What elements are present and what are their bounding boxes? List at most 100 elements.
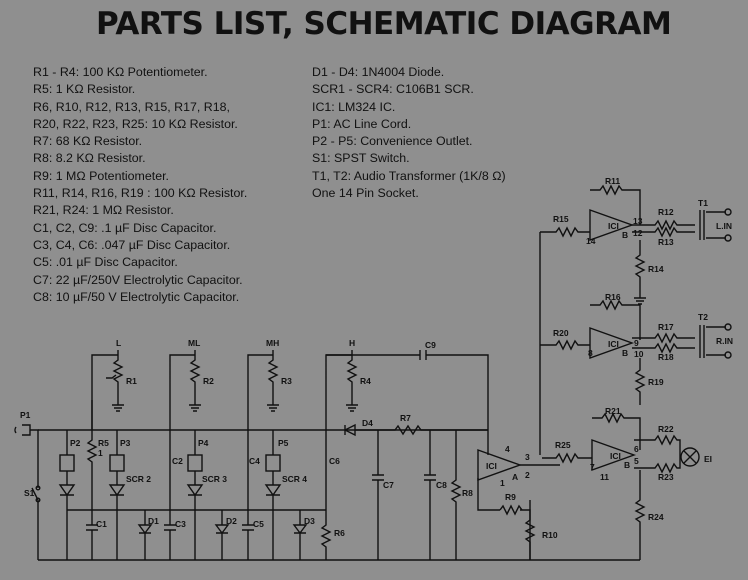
schematic-label: C8 (436, 480, 447, 490)
schematic-label: ML (188, 338, 200, 348)
parts-list-item: D1 - D4: 1N4004 Diode. (312, 65, 445, 79)
parts-list-item: S1: SPST Switch. (312, 151, 410, 166)
parts-list-item: SCR1 - SCR4: C106B1 SCR. (312, 82, 474, 97)
parts-list-item: R7: 68 KΩ Resistor. (33, 134, 143, 149)
schematic-label: 1 (98, 448, 103, 458)
schematic-label: R5 (98, 438, 109, 448)
schematic-label: D1 (148, 516, 159, 526)
schematic-label: ICI (608, 221, 619, 231)
schematic-label: C7 (383, 480, 394, 490)
schematic-label: SCR 4 (282, 474, 307, 484)
parts-list-item: IC1: LM324 IC. (312, 99, 396, 114)
schematic-label: 4 (505, 444, 510, 454)
schematic-label: 3 (525, 452, 530, 462)
schematic-label: 9 (634, 338, 639, 348)
schematic-label: R10 (542, 530, 558, 540)
lamp-ei (680, 447, 700, 467)
schematic-label: H (349, 338, 355, 348)
schematic-label: R4 (360, 376, 371, 386)
schematic-label: S1 (24, 488, 35, 498)
schematic-label: SCR 2 (126, 474, 151, 484)
schematic-label: R21 (605, 406, 621, 416)
schematic-label: R12 (658, 207, 674, 217)
schematic-label: 14 (586, 236, 596, 246)
parts-list-item: R5: 1 KΩ Resistor. (33, 82, 136, 97)
schematic-label: R11 (605, 176, 620, 186)
parts-list-item: R21, R24: 1 MΩ Resistor. (33, 203, 174, 218)
schematic-label: C3 (175, 519, 186, 529)
parts-list-item: C1, C2, C9: .1 µF Disc Capacitor. (33, 220, 217, 235)
schematic-label: R.IN (716, 336, 733, 346)
schematic-label: R6 (334, 528, 345, 538)
schematic-label: ICI (608, 339, 619, 349)
schematic-label: R23 (658, 472, 674, 482)
schematic-label: 2 (525, 470, 530, 480)
schematic-label: T2 (698, 312, 708, 322)
parts-list-item: R1 - R4: 100 KΩ Potentiometer. (33, 65, 208, 79)
schematic-label: R15 (553, 214, 569, 224)
schematic-label: C1 (96, 519, 107, 529)
parts-list-left: R1 - R4: 100 KΩ Potentiometer. R5: 1 KΩ R… (33, 64, 247, 306)
schematic-label: MH (266, 338, 279, 348)
schematic-label: R3 (281, 376, 292, 386)
schematic-label: R19 (648, 377, 664, 387)
schematic-label: C4 (249, 456, 260, 466)
schematic-label: 13 (633, 216, 643, 226)
schematic-label: 12 (633, 228, 643, 238)
schematic-label: R14 (648, 264, 664, 274)
schematic-label: D4 (362, 418, 373, 428)
schematic-label: ICI (486, 461, 497, 471)
schematic-label: R24 (648, 512, 664, 522)
parts-list-item: One 14 Pin Socket. (312, 186, 419, 201)
parts-list-item: C5: .01 µF Disc Capacitor. (33, 255, 178, 270)
schematic-label: 10 (634, 349, 644, 359)
parts-list-item: P1: AC Line Cord. (312, 116, 412, 131)
parts-list-item: R6, R10, R12, R13, R15, R17, R18, (33, 99, 230, 114)
schematic-label: R22 (658, 424, 674, 434)
schematic-label: L (116, 338, 121, 348)
parts-list-item: C8: 10 µF/50 V Electrolytic Capacitor. (33, 289, 240, 304)
schematic-label: D2 (226, 516, 237, 526)
schematic-label: R13 (658, 237, 674, 247)
schematic-label: C6 (329, 456, 340, 466)
page-title: PARTS LIST, SCHEMATIC DIAGRAM (96, 6, 672, 42)
schematic-label: R9 (505, 492, 516, 502)
schematic-label: D3 (304, 516, 315, 526)
parts-list-item: R11, R14, R16, R19 : 100 KΩ Resistor. (33, 186, 248, 201)
schematic-label: 5 (634, 456, 639, 466)
schematic-label: R2 (203, 376, 214, 386)
schematic-label: R1 (126, 376, 137, 386)
schematic-label: T1 (698, 198, 708, 208)
schematic-label: R7 (400, 413, 411, 423)
schematic-label: R17 (658, 322, 674, 332)
schematic-label: B (622, 230, 628, 240)
schematic-label: ICI (610, 451, 621, 461)
schematic-label: 1 (500, 478, 505, 488)
parts-list-item: C7: 22 µF/250V Electrolytic Capacitor. (33, 272, 243, 287)
schematic-label: P4 (198, 438, 209, 448)
schematic-label: SCR 3 (202, 474, 227, 484)
schematic-label: A (512, 472, 518, 482)
schematic-label: R16 (605, 292, 621, 302)
parts-list-item: R8: 8.2 KΩ Resistor. (33, 151, 146, 166)
parts-list-item: P2 - P5: Convenience Outlet. (312, 134, 473, 149)
schematic-label: P3 (120, 438, 131, 448)
schematic-label: L.IN (716, 221, 732, 231)
schematic-label: P2 (70, 438, 81, 448)
parts-list-item: R20, R22, R23, R25: 10 KΩ Resistor. (33, 116, 238, 131)
schematic-label: C2 (172, 456, 183, 466)
schematic-label: P5 (278, 438, 289, 448)
schematic-label: 11 (600, 472, 609, 482)
schematic-label: C9 (425, 340, 436, 350)
schematic-label: R18 (658, 352, 674, 362)
parts-list-item: C3, C4, C6: .047 µF Disc Capacitor. (33, 237, 231, 252)
schematic-label: R20 (553, 328, 569, 338)
parts-list-right: D1 - D4: 1N4004 Diode. SCR1 - SCR4: C106B… (312, 64, 506, 202)
schematic-label: B (624, 460, 630, 470)
schematic-label: R8 (462, 488, 473, 498)
schematic-label: P1 (20, 410, 31, 420)
schematic-label: C5 (253, 519, 264, 529)
schematic-label: R25 (555, 440, 571, 450)
schematic-label: 8 (588, 348, 593, 358)
